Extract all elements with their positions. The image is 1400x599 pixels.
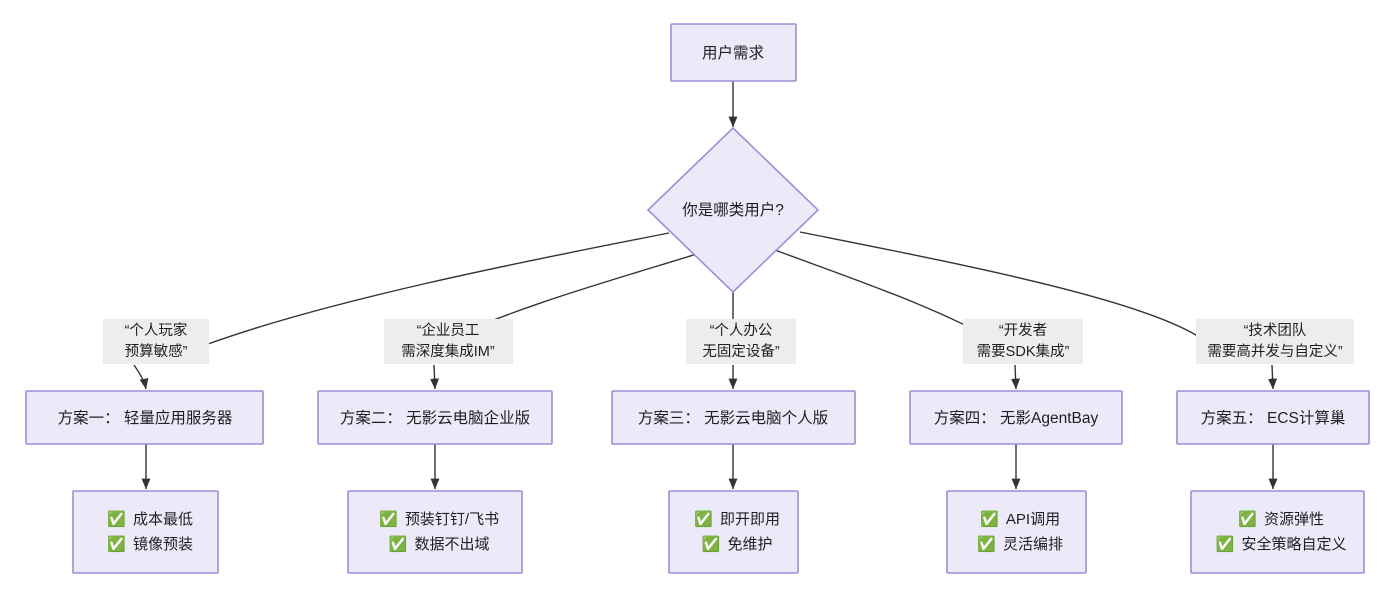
node-solution-1-label: 方案一： 轻量应用服务器	[58, 408, 233, 427]
node-benefit-2[interactable]: ✅预装钉钉/飞书 ✅数据不出域	[342, 490, 529, 574]
node-benefit-5-line1: ✅资源弹性	[1201, 510, 1353, 528]
edge-decision-to-branch-5	[799, 231, 1206, 342]
node-user-requirement[interactable]: 用户需求	[670, 23, 797, 82]
check-icon: ✅	[379, 510, 398, 528]
edge-label-3-line1: “个人办公	[710, 322, 773, 339]
edge-label-to-solution-2	[430, 364, 440, 390]
node-user-requirement-label: 用户需求	[702, 44, 764, 62]
node-benefit-4-line1: ✅API调用	[943, 510, 1090, 528]
edge-label-1-line2: 预算敏感”	[125, 343, 188, 360]
check-icon: ✅	[702, 535, 721, 553]
edge-label-5-line2: 需要高并发与自定义”	[1207, 343, 1342, 360]
edge-label-1-line1: “个人玩家	[125, 322, 188, 339]
node-benefit-5-line2: ✅安全策略自定义	[1178, 535, 1375, 553]
check-icon: ✅	[1238, 510, 1257, 528]
edge-label-4-line1: “开发者	[999, 322, 1047, 339]
edge-label-5-line1: “技术团队	[1244, 322, 1307, 339]
node-benefit-1[interactable]: ✅成本最低 ✅镜像预装	[70, 490, 222, 574]
check-icon: ✅	[694, 510, 713, 528]
node-benefit-3-line2: ✅免维护	[664, 535, 801, 553]
node-solution-4-label: 方案四： 无影AgentBay	[934, 409, 1099, 427]
check-icon: ✅	[980, 510, 999, 528]
node-solution-2-label: 方案二： 无影云电脑企业版	[340, 409, 530, 427]
edge-label-to-solution-5	[1268, 364, 1278, 390]
node-benefit-3-line1: ✅即开即用	[657, 510, 809, 528]
node-solution-2[interactable]: 方案二： 无影云电脑企业版	[317, 390, 553, 445]
node-solution-5-label: 方案五： ECS计算巢	[1201, 408, 1346, 427]
node-benefit-3[interactable]: ✅即开即用 ✅免维护	[657, 490, 809, 574]
edge-label-3-line2: 无固定设备”	[702, 343, 779, 360]
node-benefit-1-line2: ✅镜像预装	[70, 535, 222, 553]
node-solution-3[interactable]: 方案三： 无影云电脑个人版	[611, 390, 856, 445]
edge-decision-to-branch-1	[207, 232, 670, 345]
node-benefit-4-line2: ✅灵活编排	[940, 535, 1092, 553]
node-benefit-1-line1: ✅成本最低	[70, 510, 222, 528]
edge-label-2-line1: “企业员工	[417, 321, 480, 339]
node-benefit-2-line1: ✅预装钉钉/飞书	[342, 510, 529, 528]
check-icon: ✅	[1216, 535, 1235, 553]
node-solution-1[interactable]: 方案一： 轻量应用服务器	[25, 390, 264, 445]
edge-label-2: “企业员工 需深度集成IM”	[384, 319, 513, 364]
edge-label-5: “技术团队 需要高并发与自定义”	[1196, 319, 1354, 364]
node-solution-4[interactable]: 方案四： 无影AgentBay	[909, 390, 1123, 445]
edge-label-1: “个人玩家 预算敏感”	[103, 319, 209, 364]
edge-label-4-line2: 需要SDK集成”	[977, 343, 1070, 360]
check-icon: ✅	[389, 535, 408, 553]
check-icon: ✅	[977, 535, 996, 553]
check-icon: ✅	[107, 510, 126, 528]
node-solution-3-label: 方案三： 无影云电脑个人版	[638, 409, 828, 427]
node-user-type-decision-label: 你是哪类用户?	[682, 201, 784, 219]
node-benefit-5[interactable]: ✅资源弹性 ✅安全策略自定义	[1178, 490, 1375, 574]
edge-label-4: “开发者 需要SDK集成”	[963, 319, 1083, 364]
node-benefit-2-line2: ✅数据不出域	[351, 535, 518, 553]
node-user-type-decision[interactable]: 你是哪类用户?	[646, 126, 820, 294]
edge-label-3: “个人办公 无固定设备”	[686, 319, 796, 364]
node-solution-5[interactable]: 方案五： ECS计算巢	[1176, 390, 1370, 445]
edge-group	[133, 81, 1278, 490]
edge-label-to-solution-4	[1011, 364, 1021, 390]
edge-label-to-solution-1	[133, 364, 149, 390]
node-benefit-4[interactable]: ✅API调用 ✅灵活编排	[940, 490, 1092, 574]
check-icon: ✅	[107, 535, 126, 553]
edge-label-2-line2: 需深度集成IM”	[401, 343, 495, 360]
